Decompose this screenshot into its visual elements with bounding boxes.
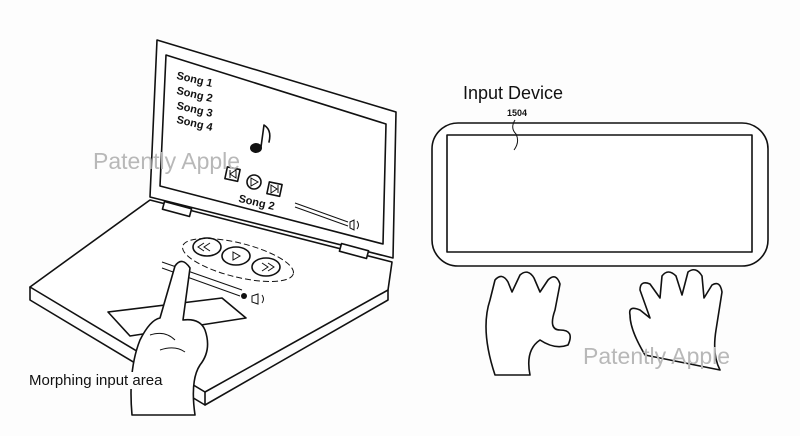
input-device-title: Input Device [463,83,564,103]
hand-illustration-left-2 [485,271,571,376]
laptop-lid [149,39,397,259]
screen-playback-controls [224,166,283,198]
watermark: Patently Apple [93,148,241,174]
input-device [431,119,769,267]
morphing-input-area-caption: Morphing input area [29,372,163,389]
laptop-base [29,199,393,406]
screen-volume-slider [294,202,359,231]
watermark: Patently Apple [583,343,731,369]
hand-illustration-right [628,268,723,371]
reference-number: 1504 [507,108,528,118]
music-note-icon [250,124,271,153]
